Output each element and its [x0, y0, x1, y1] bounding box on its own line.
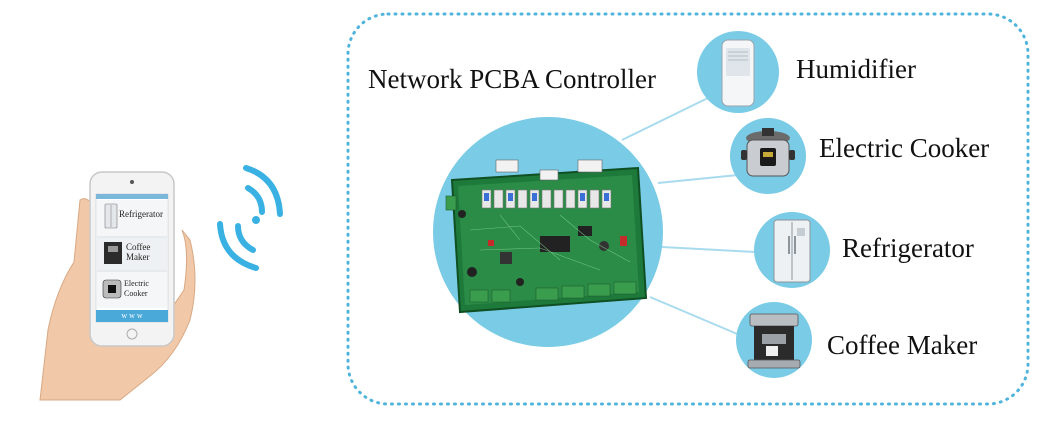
electric-cooker-icon [730, 118, 806, 194]
phone-item-refrigerator[interactable]: Refrigerator [119, 209, 163, 219]
appliance-label-coffee-maker: Coffee Maker [827, 330, 978, 360]
phone-item-electric-cooker[interactable]: Electric Cooker [124, 279, 149, 298]
connector-lines [621, 95, 756, 337]
dotted-border [346, 12, 1030, 406]
connector-line-coffee [649, 296, 743, 337]
appliance-label-humidifier: Humidifier [796, 54, 916, 84]
refrigerator-icon [754, 212, 830, 288]
pcb-board-icon [445, 159, 648, 314]
wifi-icon [217, 165, 283, 271]
phone-item-coffee-maker[interactable]: Coffee Maker [126, 242, 151, 262]
appliance-label-refrigerator: Refrigerator [842, 233, 974, 263]
coffee-maker-icon [736, 302, 812, 378]
humidifier-icon [697, 31, 779, 113]
hand-holding-phone-icon [39, 171, 196, 401]
connector-line-cooker [657, 174, 739, 184]
connector-line-refrigerator [661, 246, 756, 253]
connector-line-humidifier [621, 95, 713, 141]
appliance-label-electric-cooker: Electric Cooker [819, 133, 990, 163]
controller-label: Network PCBA Controller [368, 64, 656, 94]
phone-footer: w w w [121, 311, 143, 320]
